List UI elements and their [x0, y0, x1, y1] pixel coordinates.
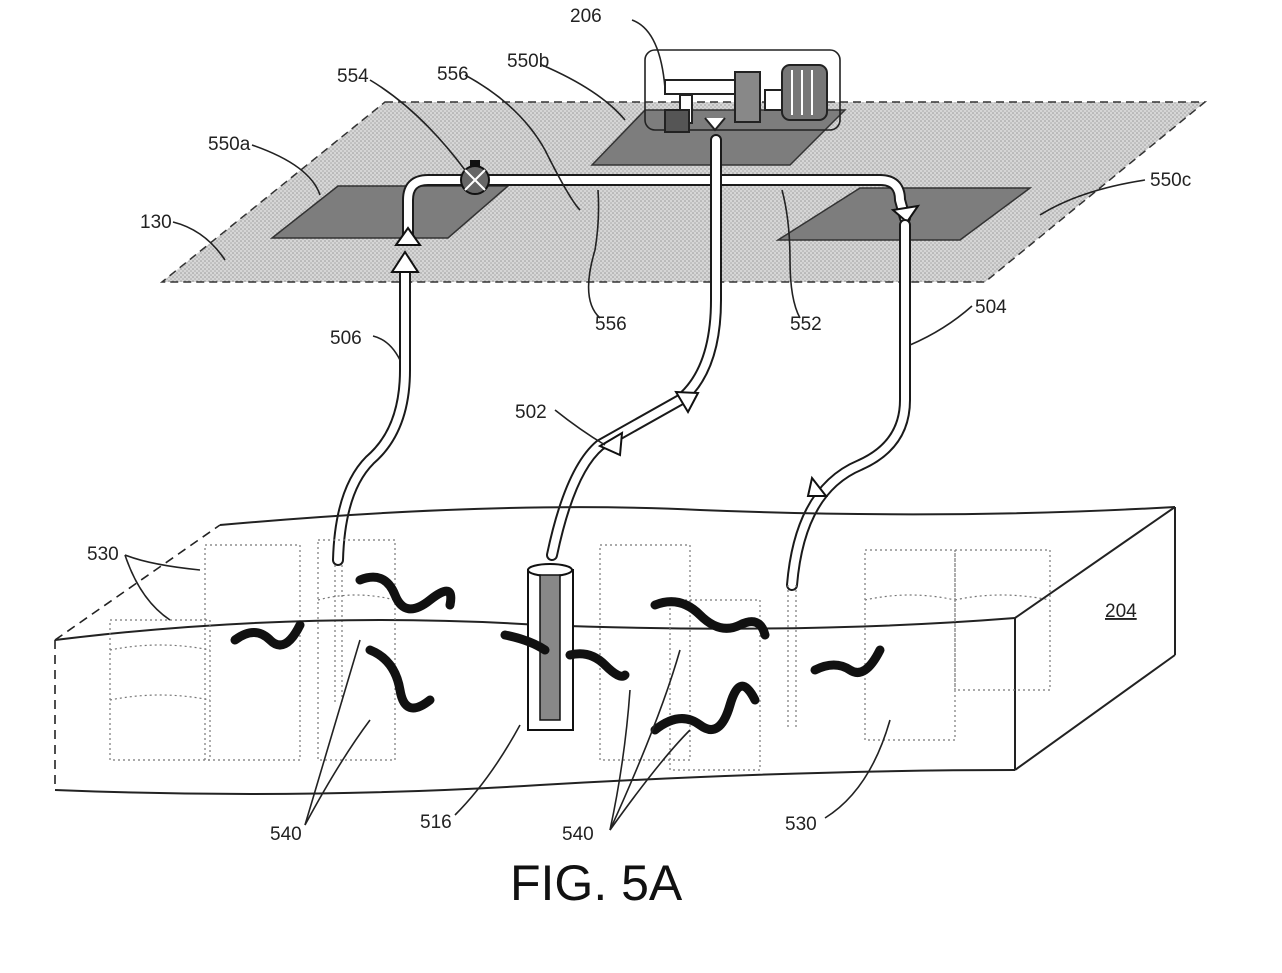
label-502: 502 — [515, 402, 547, 423]
surface-facility — [645, 50, 840, 132]
label-530-left: 530 — [87, 544, 119, 565]
label-556-lower: 556 — [595, 314, 627, 335]
label-130: 130 — [140, 212, 172, 233]
figure-caption: FIG. 5A — [510, 855, 683, 911]
label-550c: 550c — [1150, 170, 1191, 191]
label-204: 204 — [1105, 601, 1137, 622]
label-540-left: 540 — [270, 824, 302, 845]
label-504: 504 — [975, 297, 1007, 318]
label-552: 552 — [790, 314, 822, 335]
label-206: 206 — [570, 6, 602, 27]
label-550b: 550b — [507, 51, 549, 72]
label-550a: 550a — [208, 134, 251, 155]
label-540-right: 540 — [562, 824, 594, 845]
label-506: 506 — [330, 328, 362, 349]
label-554: 554 — [337, 66, 369, 87]
label-530-right: 530 — [785, 814, 817, 835]
label-556-upper: 556 — [437, 64, 469, 85]
label-516: 516 — [420, 812, 452, 833]
